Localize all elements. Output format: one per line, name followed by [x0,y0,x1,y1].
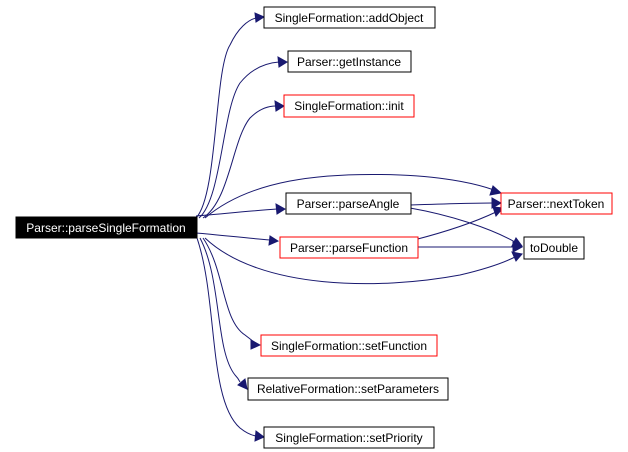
node-set-function-label: SingleFormation::setFunction [271,339,427,353]
arrowhead-next-token-root [489,185,503,196]
node-add-object-label: SingleFormation::addObject [275,11,424,25]
arrowhead-set-priority [254,430,265,442]
edge-root-to-to-double [204,237,516,285]
node-parse-angle[interactable]: Parser::parseAngle [285,192,412,215]
edge-root-to-parse-function [195,232,271,241]
node-init-label: SingleFormation::init [294,99,404,113]
edges [195,12,524,442]
node-parse-angle-label: Parser::parseAngle [297,197,400,211]
nodes: Parser::parseSingleFormation SingleForma… [15,6,613,449]
node-parse-function[interactable]: Parser::parseFunction [279,236,419,259]
node-set-function[interactable]: SingleFormation::setFunction [260,334,438,357]
node-set-parameters[interactable]: RelativeFormation::setParameters [247,377,449,401]
arrowhead-parse-angle [275,203,286,215]
node-set-priority[interactable]: SingleFormation::setPriority [263,426,435,449]
edge-root-to-set-parameters [199,237,241,383]
node-next-token-label: Parser::nextToken [508,197,605,211]
arrowhead-to-double-root [511,251,523,262]
arrowhead-get-instance [277,56,288,68]
arrowhead-init [274,100,285,112]
arrowhead-parse-function [268,235,280,246]
edge-root-to-add-object [195,17,257,219]
node-next-token[interactable]: Parser::nextToken [500,192,613,215]
node-root-label: Parser::parseSingleFormation [26,221,185,235]
node-to-double-label: toDouble [530,241,578,255]
node-set-parameters-label: RelativeFormation::setParameters [257,382,439,396]
edge-root-to-set-function [202,237,255,345]
arrowhead-to-double-function [512,241,524,253]
edge-root-to-set-priority [196,237,257,437]
arrowhead-set-parameters [237,378,248,390]
node-add-object[interactable]: SingleFormation::addObject [263,6,436,29]
node-get-instance[interactable]: Parser::getInstance [287,50,412,73]
edge-parse-angle-to-next-token [409,202,494,206]
arrowhead-next-token-angle [491,197,503,209]
arrowhead-set-function [250,339,262,350]
edge-parse-angle-to-to-double [409,207,516,243]
edge-root-to-next-token [204,173,495,219]
node-get-instance-label: Parser::getInstance [297,55,401,69]
edge-root-to-get-instance [198,61,280,219]
node-init[interactable]: SingleFormation::init [283,94,415,118]
edge-root-to-parse-angle [195,208,278,217]
edge-parse-function-to-next-token [413,211,497,241]
edge-root-to-init [202,105,277,219]
node-root[interactable]: Parser::parseSingleFormation [15,216,198,239]
node-set-priority-label: SingleFormation::setPriority [275,431,422,445]
node-parse-function-label: Parser::parseFunction [290,241,408,255]
node-to-double[interactable]: toDouble [523,236,585,260]
arrowhead-add-object [254,12,266,23]
